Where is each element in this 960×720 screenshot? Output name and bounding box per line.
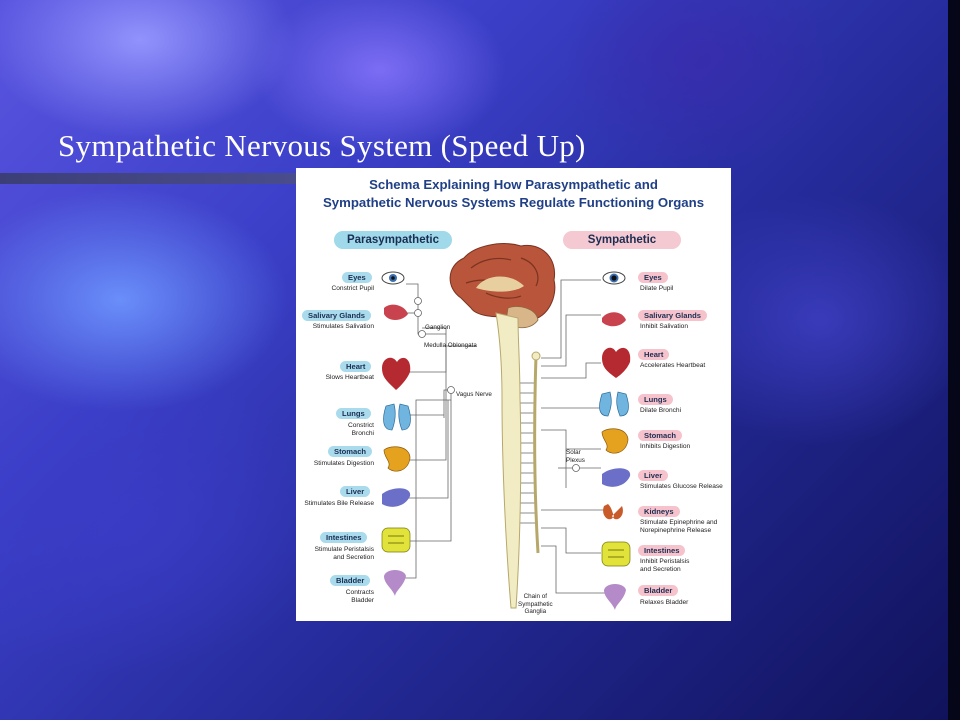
symp-intestines-effect: Inhibit Peristalsis and Secretion xyxy=(640,558,690,573)
symp-bladder-effect: Relaxes Bladder xyxy=(640,599,689,606)
symp-stomach-effect: Inhibits Digestion xyxy=(640,443,691,450)
title-underline-bar xyxy=(0,173,298,184)
nervous-system-diagram: Schema Explaining How Parasympathetic an… xyxy=(296,168,731,621)
para-stomach-label: Stomach xyxy=(328,446,373,457)
brain-illustration xyxy=(449,243,556,329)
para-intestines-label: Intestines xyxy=(320,532,368,543)
para-heart-effect: Slows Heartbeat xyxy=(325,374,374,381)
figure-title: Schema Explaining How Parasympathetic an… xyxy=(296,176,731,212)
right-organ-icons xyxy=(599,271,631,610)
symp-kidneys-effect: Stimulate Epinephrine and Norepinephrine… xyxy=(640,519,718,534)
para-liver-label: Liver xyxy=(340,486,371,497)
para-eyes-label: Eyes xyxy=(342,272,372,283)
para-stomach-effect: Stimulates Digestion xyxy=(313,460,374,467)
figure-title-line-2: Sympathetic Nervous Systems Regulate Fun… xyxy=(322,195,705,210)
symp-liver-label: Liver xyxy=(638,470,669,481)
symp-lungs-label: Lungs xyxy=(638,394,673,405)
para-salivary-label: Salivary Glands xyxy=(302,310,371,321)
symp-bladder-label: Bladder xyxy=(638,585,679,596)
symp-intestines-label: Intestines xyxy=(638,545,686,556)
diagram-artwork xyxy=(381,243,631,610)
ganglion-nodes xyxy=(414,297,580,472)
symp-kidneys-label: Kidneys xyxy=(638,506,680,517)
symp-heart-effect: Accelerates Heartbeat xyxy=(640,362,706,369)
solar-plexus-label: Solar Plexus xyxy=(566,449,585,464)
symp-eyes-label: Eyes xyxy=(638,272,668,283)
symp-liver-effect: Stimulates Glucose Release xyxy=(640,483,723,490)
spinal-cord xyxy=(495,312,522,609)
slide-edge-strip xyxy=(948,0,960,720)
ganglion-label: Ganglion xyxy=(425,324,451,331)
symp-salivary-effect: Inhibit Salivation xyxy=(640,323,689,330)
symp-lungs-effect: Dilate Bronchi xyxy=(640,407,682,414)
left-organ-icons xyxy=(381,271,411,596)
slide-title: Sympathetic Nervous System (Speed Up) xyxy=(58,128,586,163)
sympathetic-chain-label: Chain of Sympathetic Ganglia xyxy=(518,593,553,615)
para-salivary-effect: Stimulates Salivation xyxy=(312,323,374,330)
para-intestines-effect: Stimulate Peristalsis and Secretion xyxy=(314,546,374,561)
para-heart-label: Heart xyxy=(340,361,372,372)
sympathetic-chain xyxy=(533,355,540,554)
para-lungs-effect: Constrict Bronchi xyxy=(347,422,374,437)
medulla-label: Medulla Oblongata xyxy=(424,342,477,349)
vagus-nerve-label: Vagus Nerve xyxy=(456,391,492,398)
symp-eyes-effect: Dilate Pupil xyxy=(640,285,674,292)
chain-top-node xyxy=(531,351,541,361)
symp-heart-label: Heart xyxy=(638,349,670,360)
para-eyes-effect: Constrict Pupil xyxy=(331,285,374,292)
para-bladder-effect: Contracts Bladder xyxy=(345,589,374,604)
symp-salivary-label: Salivary Glands xyxy=(638,310,707,321)
para-liver-effect: Stimulates Bile Release xyxy=(304,500,374,507)
sympathetic-header: Sympathetic xyxy=(563,231,681,249)
figure-title-line-1: Schema Explaining How Parasympathetic an… xyxy=(369,177,658,192)
connector-lines xyxy=(404,279,606,594)
para-lungs-label: Lungs xyxy=(336,408,371,419)
symp-stomach-label: Stomach xyxy=(638,430,683,441)
para-bladder-label: Bladder xyxy=(330,575,371,586)
parasympathetic-header: Parasympathetic xyxy=(334,231,452,249)
